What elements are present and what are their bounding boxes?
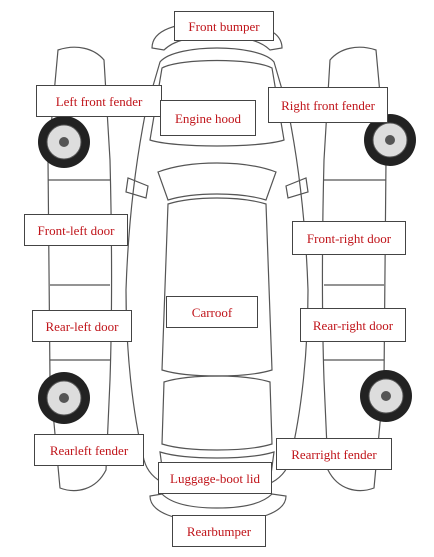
label-rear-bumper: Rearbumper xyxy=(172,515,266,547)
label-rear-left-fender: Rearleft fender xyxy=(34,434,144,466)
label-rear-right-door: Rear-right door xyxy=(300,308,406,342)
left-side-panel xyxy=(47,46,113,492)
label-right-front-fender: Right front fender xyxy=(268,87,388,123)
right-mirror-shape xyxy=(285,177,309,199)
label-luggage-boot-lid: Luggage-boot lid xyxy=(158,462,272,494)
right-side-panel xyxy=(321,46,387,492)
wheel-front-right-icon xyxy=(364,114,416,166)
rear-window-shape xyxy=(161,375,273,451)
label-front-right-door: Front-right door xyxy=(292,221,406,255)
wheel-rear-left-icon xyxy=(38,372,90,424)
hood-shape xyxy=(149,59,285,147)
windshield-shape xyxy=(157,162,277,201)
label-rear-right-fender: Rearright fender xyxy=(276,438,392,470)
wheel-front-left-icon xyxy=(38,116,90,168)
label-rear-left-door: Rear-left door xyxy=(32,310,132,342)
wheel-rear-right-icon xyxy=(360,370,412,422)
label-front-left-door: Front-left door xyxy=(24,214,128,246)
roof-shape xyxy=(161,197,273,377)
label-engine-hood: Engine hood xyxy=(160,100,256,136)
label-front-bumper: Front bumper xyxy=(174,11,274,41)
label-left-front-fender: Left front fender xyxy=(36,85,162,117)
left-mirror-shape xyxy=(125,177,149,199)
label-car-roof: Carroof xyxy=(166,296,258,328)
